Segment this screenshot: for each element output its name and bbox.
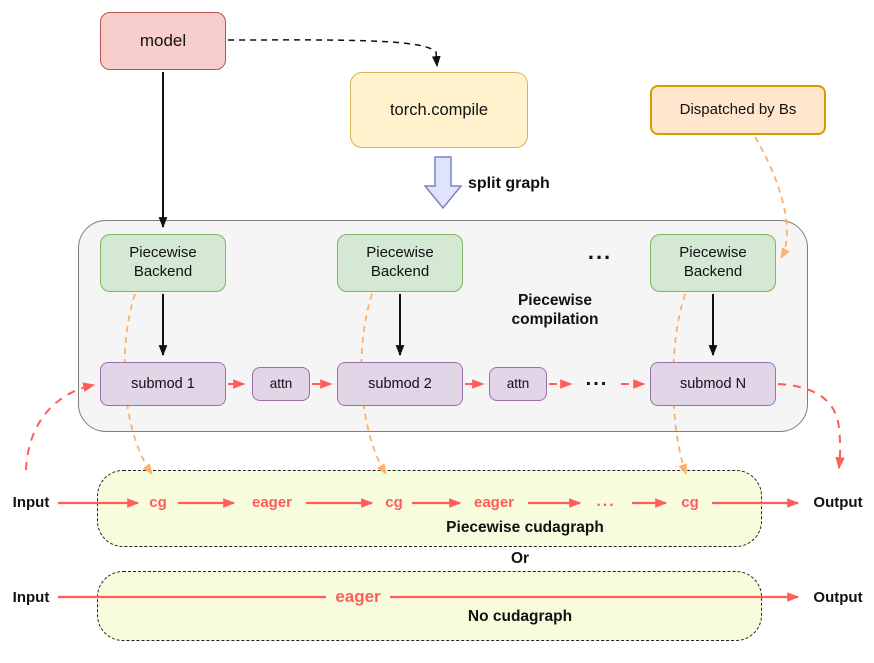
no-cudagraph-band xyxy=(97,571,762,641)
piecewise-backend-1: Piecewise Backend xyxy=(100,234,226,292)
band1-ellipsis: ... xyxy=(596,493,616,510)
submod-n-node: submod N xyxy=(650,362,776,406)
attn-node-2: attn xyxy=(489,367,547,401)
cg-step: cg xyxy=(385,493,403,511)
split-graph-label: split graph xyxy=(468,175,550,192)
eager-step: eager xyxy=(473,493,515,511)
band2-eager-label: eager xyxy=(326,586,390,608)
piecewise-backend-3: Piecewise Backend xyxy=(650,234,776,292)
piecewise-backend-2: Piecewise Backend xyxy=(337,234,463,292)
band2-output-label: Output xyxy=(813,588,863,606)
no-cudagraph-label: No cudagraph xyxy=(467,608,573,626)
split-graph-arrow-icon xyxy=(424,156,462,210)
band2-input-label: Input xyxy=(12,588,50,606)
band1-output-label: Output xyxy=(813,493,863,511)
torch-compile-node: torch.compile xyxy=(350,72,528,148)
piecewise-cudagraph-label: Piecewise cudagraph xyxy=(446,519,604,537)
eager-step: eager xyxy=(251,493,293,511)
cg-step: cg xyxy=(681,493,699,511)
submod-1-node: submod 1 xyxy=(100,362,226,406)
submod-ellipsis: ... xyxy=(585,367,609,390)
or-label: Or xyxy=(510,550,530,568)
arrow-model-to-torch-compile xyxy=(227,39,441,68)
model-node: model xyxy=(100,12,226,70)
piecewise-cudagraph-band xyxy=(97,470,762,547)
dispatched-by-bs-node: Dispatched by Bs xyxy=(650,85,826,135)
submod-2-node: submod 2 xyxy=(337,362,463,406)
band1-input-label: Input xyxy=(12,493,50,511)
attn-node-1: attn xyxy=(252,367,310,401)
cg-step: cg xyxy=(149,493,167,511)
piecewise-compilation-label: Piecewise compilation xyxy=(511,292,599,329)
backend-ellipsis: ... xyxy=(587,239,613,265)
